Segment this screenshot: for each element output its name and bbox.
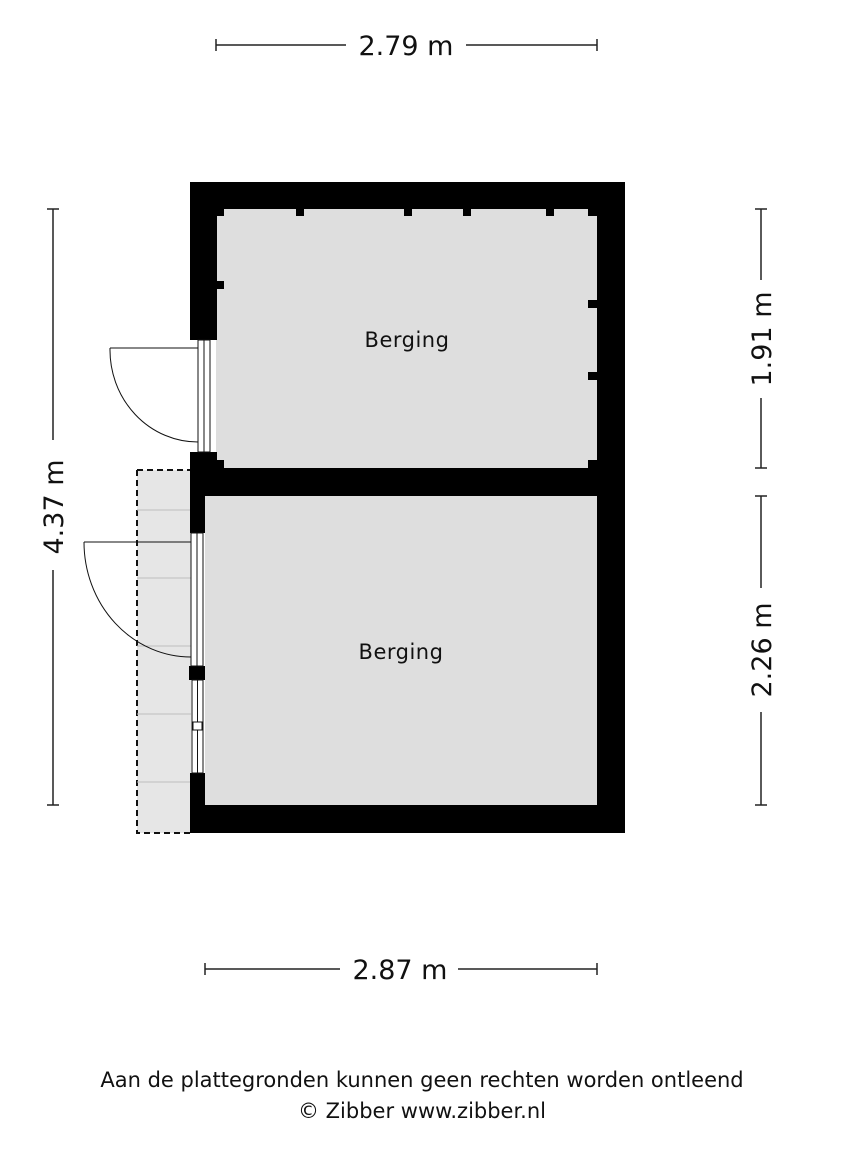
upper-room-floor	[216, 208, 597, 468]
upper-door	[109, 339, 211, 453]
terrace-area	[136, 469, 191, 834]
lower-window	[191, 679, 204, 774]
lower-room-floor	[205, 496, 597, 805]
room-label-upper: Berging	[365, 328, 450, 352]
dimension-right-upper-label: 1.91 m	[747, 291, 778, 386]
wall-left-lower-top	[190, 468, 205, 533]
disclaimer-text: Aan de plattegronden kunnen geen rechten…	[100, 1068, 744, 1092]
wall-right	[597, 182, 625, 833]
wall-bottom	[190, 805, 625, 833]
walls	[189, 182, 625, 833]
dimension-left	[47, 208, 59, 806]
dimension-top	[215, 39, 598, 51]
dimension-right-lower-label: 2.26 m	[747, 602, 778, 697]
dimension-left-label: 4.37 m	[39, 459, 70, 554]
wall-middle	[190, 468, 625, 496]
wall-top	[190, 182, 625, 209]
dimension-bottom-label: 2.87 m	[352, 955, 447, 986]
copyright-text: © Zibber www.zibber.nl	[297, 1099, 547, 1123]
wall-left-lower-bottom	[190, 773, 205, 833]
wall-pillar	[189, 666, 205, 680]
room-label-lower: Berging	[359, 640, 444, 664]
dimension-top-label: 2.79 m	[358, 31, 453, 62]
lower-door	[83, 532, 204, 667]
dimension-right-lower	[755, 495, 767, 806]
dimension-bottom	[204, 963, 598, 975]
wall-left-upper	[190, 182, 217, 340]
dimension-right-upper	[755, 208, 767, 469]
